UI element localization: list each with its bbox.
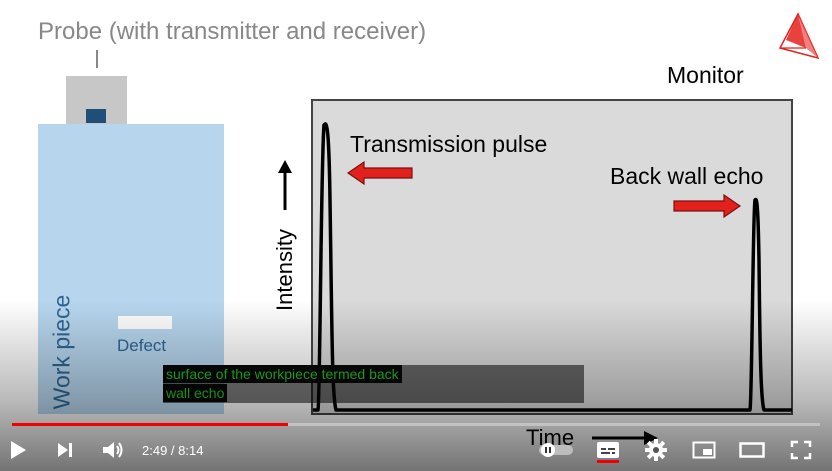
theater-mode-button[interactable]: [738, 437, 766, 463]
back-wall-echo-label: Back wall echo: [610, 163, 764, 189]
time-display: 2:49 / 8:14: [142, 443, 203, 458]
settings-icon: [645, 439, 667, 461]
intensity-axis-label: Intensity: [272, 229, 297, 311]
caption-line: wall echo: [163, 384, 228, 402]
probe-crystal: [86, 109, 106, 123]
back-wall-arrow-icon: [673, 193, 742, 219]
autoplay-toggle[interactable]: [536, 437, 576, 463]
fullscreen-button[interactable]: [788, 437, 814, 463]
subtitles-active-indicator: [597, 460, 619, 463]
intensity-arrow-icon: [278, 160, 292, 210]
next-button[interactable]: [52, 437, 78, 463]
next-icon: [58, 443, 72, 457]
miniplayer-icon: [692, 441, 716, 459]
current-time: 2:49: [142, 443, 168, 458]
volume-button[interactable]: [100, 437, 126, 463]
subtitles-icon: [597, 442, 619, 458]
probe-pointer-line: [96, 50, 98, 68]
caption-line: surface of the workpiece termed back: [163, 365, 402, 383]
time-separator: /: [167, 443, 179, 458]
autoplay-toggle-icon: [539, 443, 573, 457]
theater-icon: [739, 442, 765, 458]
duration: 8:14: [178, 443, 204, 458]
progress-bar[interactable]: [12, 423, 820, 426]
volume-icon: [103, 442, 123, 458]
transmission-pulse-label: Transmission pulse: [350, 131, 548, 157]
settings-button[interactable]: [643, 437, 669, 463]
play-button[interactable]: [4, 437, 32, 463]
probe-label: Probe (with transmitter and receiver): [38, 18, 427, 45]
fullscreen-icon: [790, 440, 812, 460]
caption-window[interactable]: surface of the workpiece termed back wal…: [163, 365, 584, 403]
play-icon: [11, 441, 26, 459]
miniplayer-button[interactable]: [690, 437, 718, 463]
progress-played: [12, 423, 289, 426]
subtitles-button[interactable]: [594, 437, 622, 463]
channel-logo-icon: [778, 12, 820, 60]
transmission-arrow-icon: [346, 160, 413, 186]
monitor-label: Monitor: [667, 62, 744, 88]
